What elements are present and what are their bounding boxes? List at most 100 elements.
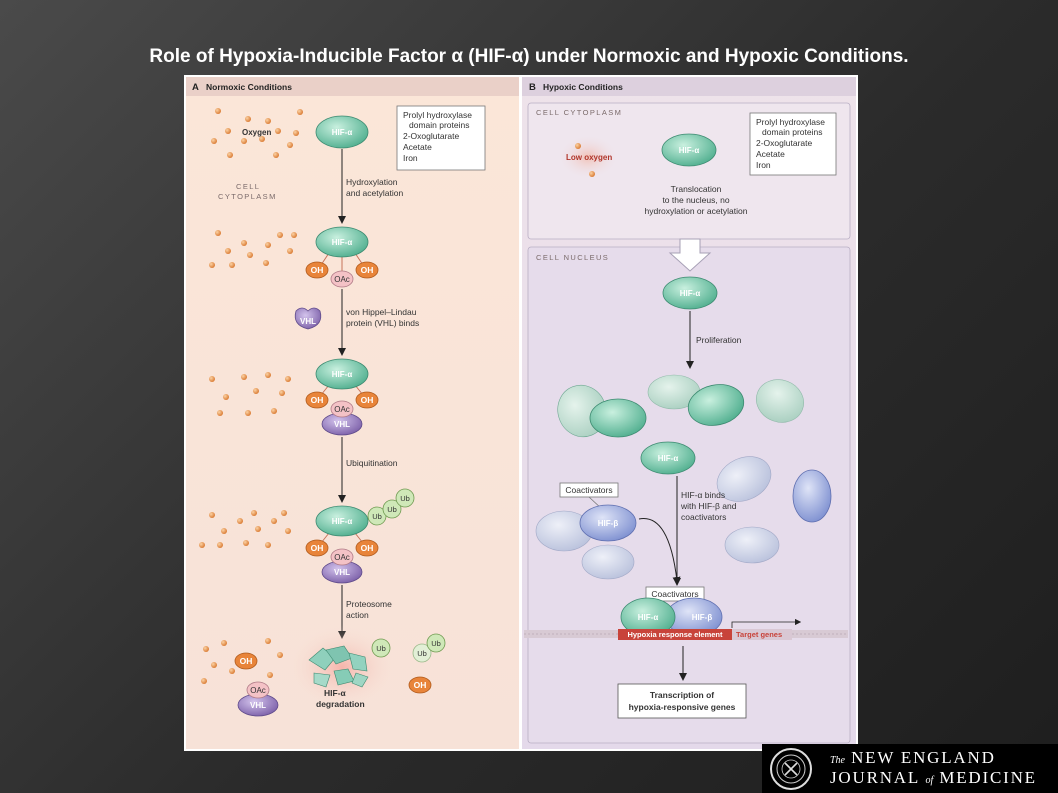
ub-1-label: Ub	[372, 512, 382, 521]
coactivators-box-2	[645, 586, 705, 602]
hif-b1-label: HIF-α	[679, 146, 700, 155]
proliferation-label: Proliferation	[696, 335, 742, 345]
cytoplasm-label: CYTOPLASM	[218, 192, 277, 201]
box-b-line-2: domain proteins	[762, 127, 822, 137]
hif-alpha-b2	[662, 276, 718, 310]
nejm-seal-icon	[770, 748, 812, 790]
transcription-box	[617, 683, 747, 719]
oac-3-label: OAc	[334, 405, 350, 414]
hif-b4-label: HIF-α	[638, 613, 659, 622]
transcription-start-arrow	[731, 618, 802, 628]
step-hydroxylation-1: Hydroxylation	[346, 177, 398, 187]
binds-label-2: with HIF-β and	[680, 501, 737, 511]
nejm-new-england: NEW ENGLAND	[851, 748, 996, 767]
oh-free-2-label: OH	[414, 680, 427, 690]
low-oxygen-glow	[558, 135, 618, 179]
hif-alpha-b3	[640, 441, 696, 475]
oh-group-2b	[355, 261, 379, 279]
nejm-medicine: MEDICINE	[939, 768, 1037, 787]
ub-free-3-label: Ub	[431, 639, 441, 648]
ub-3-label: Ub	[400, 494, 410, 503]
step-vhl-1: von Hippel–Lindau	[346, 307, 417, 317]
hif-alpha-4	[315, 505, 369, 537]
oh-group-4a	[305, 539, 329, 557]
degradation-label-2: degradation	[316, 699, 365, 709]
oh-4b-label: OH	[361, 543, 374, 553]
oh-group-4b	[355, 539, 379, 557]
hif-figure: A Normoxic Conditions B Hypoxic Conditio…	[184, 75, 858, 751]
vhl-3-label: VHL	[334, 420, 350, 429]
box-b-line-1: Prolyl hydroxylase	[756, 117, 825, 127]
box-a-line-2: domain proteins	[409, 120, 469, 130]
hif-alpha-b1	[661, 133, 717, 167]
cell-label: CELL	[236, 182, 260, 191]
panel-b-header: Hypoxic Conditions	[543, 82, 623, 92]
nejm-logo: The NEW ENGLAND JOURNAL of MEDICINE	[762, 744, 1058, 793]
oh-free-2	[408, 676, 432, 694]
hypoxia-response-element	[618, 629, 732, 640]
ubiquitin-free-3	[426, 633, 446, 653]
oxygen-molecules-3	[209, 372, 291, 416]
box-b-line-4: Acetate	[756, 149, 785, 159]
oh-2b-label: OH	[361, 265, 374, 275]
panel-b-letter: B	[529, 82, 536, 93]
hif-alpha-2	[315, 226, 369, 258]
oh-group-3b	[355, 391, 379, 409]
hif-alpha-1	[315, 115, 369, 149]
ub-free-1-label: Ub	[376, 644, 386, 653]
hif-alpha-2-label: HIF-α	[332, 238, 353, 247]
target-genes-label: Target genes	[736, 630, 782, 639]
oxygen-label: Oxygen	[242, 128, 271, 137]
transcription-label-1: Transcription of	[650, 690, 714, 700]
oh-4a-label: OH	[311, 543, 324, 553]
cofactors-box-a	[396, 105, 486, 171]
coactivators-label-2: Coactivators	[651, 589, 698, 599]
hif-fragments	[308, 645, 369, 688]
panel-a-header: Normoxic Conditions	[206, 82, 292, 92]
degradation-label-1: HIF-α	[324, 688, 347, 698]
transcription-label-2: hypoxia-responsive genes	[629, 702, 736, 712]
oh-group-3a	[305, 391, 329, 409]
hif-beta-joining-arrow	[638, 518, 681, 585]
oh-3a-label: OH	[311, 395, 324, 405]
ubiquitin-3	[395, 488, 415, 508]
oxygen-molecules-1	[211, 108, 303, 158]
nejm-of: of	[925, 775, 934, 786]
coactivators-label-1: Coactivators	[565, 485, 612, 495]
translocation-arrow	[668, 238, 712, 272]
panel-a-letter: A	[192, 82, 199, 93]
cell-cytoplasm-label-b: CELL CYTOPLASM	[536, 108, 622, 117]
translocation-1: Translocation	[671, 184, 722, 194]
ub-2-label: Ub	[387, 505, 397, 514]
hif-beta-b1	[579, 504, 637, 542]
hif-beta-b1-label: HIF-β	[598, 519, 619, 528]
cell-nucleus-label-b: CELL NUCLEUS	[536, 253, 609, 262]
hif-alpha-3-label: HIF-α	[332, 370, 353, 379]
ubiquitin-2	[382, 499, 402, 519]
step-proteosome-1: Proteosome	[346, 599, 392, 609]
ubiquitin-free-1	[371, 638, 391, 658]
translocation-2: to the nucleus, no	[662, 195, 729, 205]
oac-group-4	[330, 548, 354, 566]
nejm-line-1: The NEW ENGLAND	[830, 748, 996, 768]
box-a-line-4: Acetate	[403, 142, 432, 152]
nejm-the: The	[830, 755, 845, 766]
oh-2a-label: OH	[311, 265, 324, 275]
vhl-free-label: VHL	[300, 317, 316, 326]
hif-beta-cluster	[535, 456, 832, 580]
step-ubiquitination: Ubiquitination	[346, 458, 398, 468]
box-a-line-3: 2-Oxoglutarate	[403, 131, 459, 141]
hif-alpha-4-label: HIF-α	[332, 517, 353, 526]
oxygen-molecules-2	[209, 230, 297, 268]
vhl-4-label: VHL	[334, 568, 350, 577]
oh-group-2a	[305, 261, 329, 279]
oxygen-molecules-4	[199, 510, 291, 548]
nejm-line-2: JOURNAL of MEDICINE	[830, 768, 1037, 788]
translocation-3: hydroxylation or acetylation	[644, 206, 747, 216]
target-genes-region	[732, 629, 792, 640]
binds-label-3: coactivators	[681, 512, 726, 522]
cofactors-box-b	[749, 112, 837, 176]
vhl-protein-free	[294, 307, 322, 330]
ubiquitin-free-2	[412, 643, 432, 663]
binds-label-1: HIF-α binds	[681, 490, 725, 500]
